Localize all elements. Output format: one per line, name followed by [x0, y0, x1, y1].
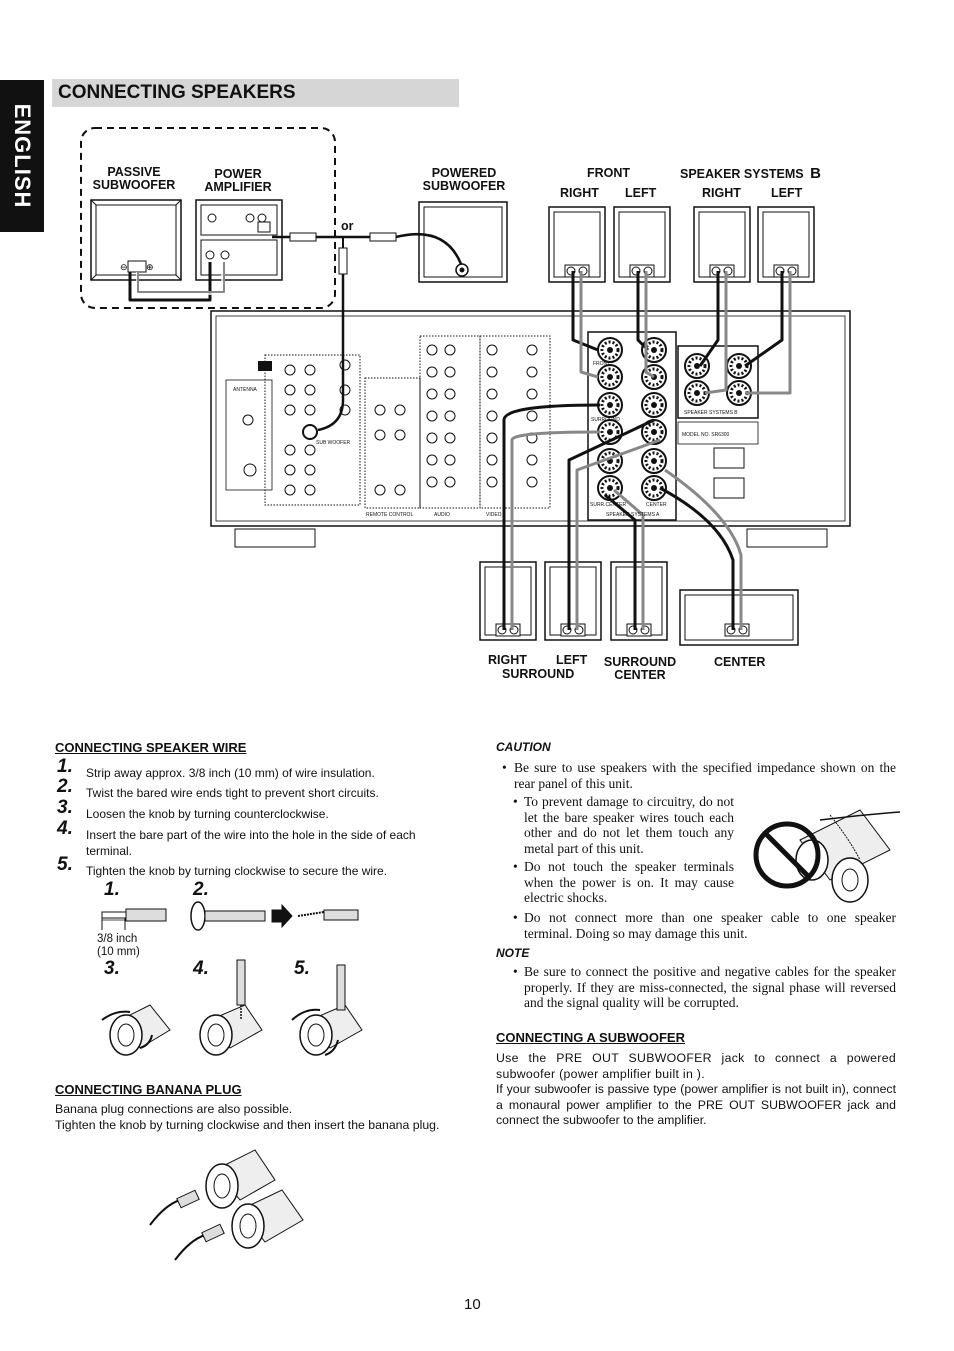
- panel-center-label: CENTER: [646, 502, 667, 508]
- b-right-label: RIGHT: [702, 186, 741, 200]
- panel-surr-center-label: SURR.CENTER: [590, 502, 627, 508]
- panel-front-label: FRONT: [593, 361, 610, 367]
- surround-left-label: LEFT: [556, 653, 588, 667]
- panel-speaker-systems-b-label: SPEAKER SYSTEMS B: [684, 410, 738, 416]
- banana-plug-icon: [149, 1149, 304, 1261]
- fig-3-label: 3.: [104, 958, 120, 979]
- caution-item-2: •To prevent damage to circuitry, do not …: [513, 794, 734, 856]
- speaker-systems-label: SPEAKER SYSTEMS B: [680, 165, 821, 182]
- subwoofer-text: Use the PRE OUT SUBWOOFER jack to connec…: [496, 1051, 896, 1127]
- front-left-label: LEFT: [625, 186, 657, 200]
- speaker-wire-heading: CONNECTING SPEAKER WIRE: [55, 740, 247, 755]
- panel-remote-control-label: REMOTE CONTROL: [366, 512, 413, 518]
- step-1: 1. Strip away approx. 3/8 inch (10 mm) o…: [57, 756, 375, 780]
- speaker-cables: [128, 232, 792, 630]
- twist-wire-icon: [190, 901, 359, 931]
- stripped-wire-icon: [101, 908, 167, 930]
- surround-center-speaker: [610, 561, 668, 641]
- caution-heading: CAUTION: [496, 740, 551, 754]
- loosen-knob-icon: [101, 1004, 171, 1056]
- front-label: FRONT: [587, 166, 631, 180]
- center-label: CENTER: [714, 655, 766, 669]
- step-2: 2. Twist the bared wire ends tight to pr…: [57, 776, 379, 800]
- fig-2-label: 2.: [193, 879, 209, 900]
- b-left-speaker: [757, 206, 815, 283]
- surround-right-label: RIGHT: [488, 653, 527, 667]
- section-title-bar: CONNECTING SPEAKERS: [52, 79, 459, 107]
- note-heading: NOTE: [496, 946, 530, 960]
- step-4: 4. Insert the bare part of the wire into…: [57, 818, 416, 858]
- surround-center-label: SURROUND CENTER: [603, 655, 677, 682]
- page-number: 10: [464, 1296, 481, 1313]
- sub-woofer-jack: [302, 424, 318, 440]
- passive-subwoofer-label: PASSIVE SUBWOOFER: [92, 165, 176, 192]
- fig-1-label: 1.: [104, 879, 120, 900]
- front-right-label: RIGHT: [560, 186, 599, 200]
- caution-item-1: •Be sure to use speakers with the specif…: [502, 760, 896, 791]
- front-left-speaker: [613, 206, 671, 283]
- front-right-speaker: [548, 206, 606, 283]
- step-3: 3. Loosen the knob by turning counterclo…: [57, 797, 329, 821]
- or-label: or: [341, 219, 354, 233]
- powered-subwoofer-icon: [418, 201, 508, 283]
- measure-label: 3/8 inch (10 mm): [97, 933, 140, 958]
- surround-left-speaker: [544, 561, 602, 641]
- surround-right-speaker: [479, 561, 537, 641]
- note-item-1: •Be sure to connect the positive and neg…: [513, 964, 896, 1010]
- language-tab: ENGLISH: [0, 80, 44, 232]
- b-right-speaker: [693, 206, 751, 283]
- power-amplifier-label: POWER AMPLIFIER: [204, 167, 272, 194]
- b-left-label: LEFT: [771, 186, 803, 200]
- insert-wire-icon: [199, 959, 263, 1056]
- power-amplifier-icon: [195, 199, 283, 281]
- panel-surround-label: SURROUND: [591, 417, 620, 423]
- section-title: CONNECTING SPEAKERS: [58, 82, 296, 103]
- center-speaker: [679, 589, 799, 646]
- subwoofer-heading: CONNECTING A SUBWOOFER: [496, 1030, 685, 1045]
- passive-subwoofer-option-box: [80, 127, 336, 309]
- powered-subwoofer-label: POWERED SUBWOOFER: [422, 166, 506, 193]
- svg-text:⊖: ⊖: [120, 263, 128, 273]
- svg-text:⊕: ⊕: [146, 263, 154, 273]
- panel-antenna-label: ANTENNA: [233, 387, 258, 393]
- passive-subwoofer-icon: ⊖ ⊕: [90, 199, 182, 281]
- caution-item-4: •Do not connect more than one speaker ca…: [513, 910, 896, 941]
- no-touch-wires-icon: [753, 809, 901, 903]
- fig-4-label: 4.: [193, 958, 209, 979]
- banana-plug-heading: CONNECTING BANANA PLUG: [55, 1082, 242, 1097]
- surround-label: SURROUND: [502, 667, 575, 681]
- connection-diagram: ⊖ ⊕: [80, 127, 851, 646]
- receiver-rear-panel: [210, 310, 851, 548]
- panel-audio-label: AUDIO: [434, 512, 450, 518]
- fig-5-label: 5.: [294, 958, 310, 979]
- step-5: 5. Tighten the knob by turning clockwise…: [57, 854, 388, 878]
- caution-item-3: •Do not touch the speaker terminals when…: [513, 859, 734, 905]
- panel-speaker-systems-a-label: SPEAKER SYSTEMS A: [606, 512, 660, 518]
- panel-sub-woofer-label: SUB WOOFER: [316, 440, 351, 446]
- panel-video-label: VIDEO: [486, 512, 502, 518]
- banana-plug-text: Banana plug connections are also possibl…: [55, 1102, 440, 1132]
- panel-model-label: MODEL NO. SR6300: [682, 432, 730, 438]
